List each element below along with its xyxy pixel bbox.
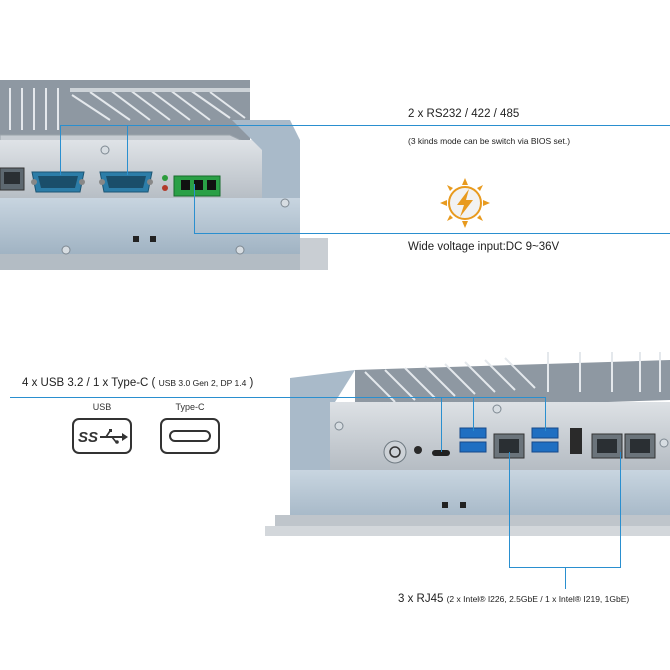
usb-icon-caption: USB	[92, 402, 112, 412]
callout-line-rj45-stem	[565, 567, 566, 589]
rs232-port-2	[99, 171, 153, 193]
dc-terminal-block	[173, 175, 221, 197]
callout-line-serial	[60, 125, 670, 126]
callout-line-power-drop	[194, 184, 195, 233]
callout-line-usb	[10, 397, 546, 398]
heatsink-fins-top	[0, 80, 250, 140]
callout-line-power	[194, 233, 670, 234]
power-callout-title: Wide voltage input:DC 9~36V	[408, 241, 560, 253]
device-bottom-illustration	[265, 352, 670, 536]
typec-icon-caption: Type-C	[175, 402, 205, 412]
callout-line-serial-drop-1	[60, 125, 61, 175]
callout-line-usb-drop-2	[473, 397, 474, 431]
serial-callout-title: 2 x RS232 / 422 / 485	[408, 108, 520, 120]
rj45-callout: 3 x RJ45 (2 x Intel® I226, 2.5GbE / 1 x …	[398, 593, 629, 605]
usb-callout-close: )	[249, 377, 254, 389]
rj45-callout-title: 3 x RJ45	[398, 593, 444, 605]
device-top-illustration	[0, 80, 328, 270]
callout-line-rj45-drop-1	[509, 452, 510, 568]
usb-callout-title: 4 x USB 3.2 / 1 x Type-C (	[22, 377, 156, 389]
usb-c-port-icon	[160, 418, 220, 454]
usb-callout: 4 x USB 3.2 / 1 x Type-C ( USB 3.0 Gen 2…	[22, 377, 253, 389]
rs232-port-1	[31, 171, 85, 193]
usb-callout-detail: USB 3.0 Gen 2, DP 1.4	[158, 378, 247, 388]
callout-line-rj45-drop-2	[620, 452, 621, 568]
callout-line-serial-drop-2	[127, 125, 128, 175]
rj45-callout-detail: (2 x Intel® I226, 2.5GbE / 1 x Intel® I2…	[446, 594, 630, 604]
callout-line-usb-drop-3	[545, 397, 546, 431]
serial-callout-note: (3 kinds mode can be switch via BIOS set…	[408, 136, 571, 146]
heatsink-fins-bottom	[355, 352, 670, 410]
lightning-bolt-icon	[440, 178, 490, 228]
usb-c-slot-shape	[169, 430, 211, 442]
callout-line-usb-drop-1	[441, 397, 442, 452]
svg-text:SS: SS	[78, 429, 98, 446]
superspeed-usb-icon: SS	[72, 418, 132, 454]
